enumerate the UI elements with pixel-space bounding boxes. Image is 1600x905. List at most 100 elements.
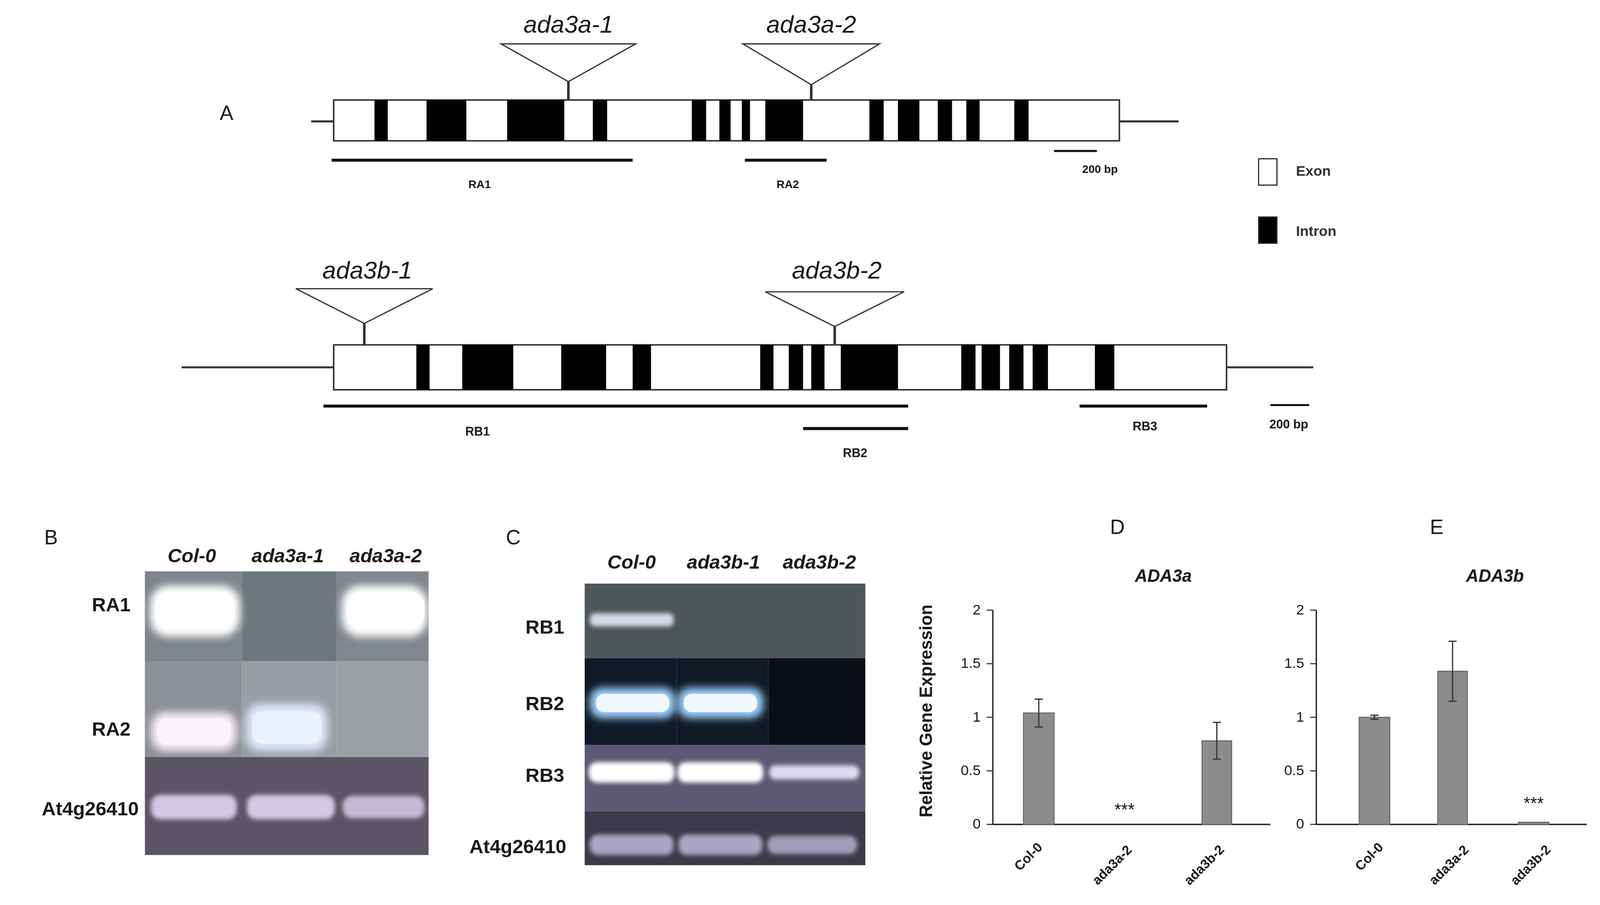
gene-model-b-part bbox=[788, 344, 804, 390]
tick-label: 1 bbox=[972, 709, 981, 726]
gel-image-c-part bbox=[584, 811, 866, 866]
region-label: RB3 bbox=[1132, 419, 1158, 434]
legend-swatch bbox=[1257, 158, 1278, 186]
gene-model-a-part bbox=[869, 100, 884, 141]
gel-image-b-part bbox=[241, 661, 337, 758]
bar-chart-e-part bbox=[1370, 718, 1379, 720]
gene-model-b-part bbox=[323, 404, 909, 408]
panel-letter: B bbox=[44, 526, 58, 549]
lane-label: ada3b-1 bbox=[686, 551, 761, 574]
gene-model-b-part bbox=[981, 344, 1001, 390]
bar-chart-d-part bbox=[986, 770, 993, 772]
significance-mark: *** bbox=[1114, 800, 1135, 820]
lane-label: Col-0 bbox=[607, 551, 657, 574]
gene-model-b-part bbox=[1032, 344, 1048, 390]
lane-label: Col-0 bbox=[167, 545, 217, 567]
gene-model-a-part bbox=[507, 100, 565, 141]
gene-model-b-part bbox=[416, 344, 430, 390]
gel-image-b-part bbox=[151, 794, 237, 820]
gene-model-b-part bbox=[295, 288, 433, 324]
tick-label: 0.5 bbox=[960, 762, 981, 779]
category-label: ada3b-2 bbox=[1181, 842, 1227, 889]
gene-model-b-part bbox=[462, 344, 514, 390]
gene-model-a-part bbox=[691, 100, 707, 141]
gel-image-c-part bbox=[588, 762, 675, 783]
gel-image-c-part bbox=[767, 835, 858, 855]
gene-model-b-part bbox=[363, 323, 366, 346]
bar-chart-d-part bbox=[1212, 721, 1221, 724]
gel-image-c-part bbox=[676, 658, 769, 745]
gene-model-b-part bbox=[811, 344, 825, 390]
gene-model-a-part bbox=[741, 100, 750, 141]
allele-label: ada3a-1 bbox=[523, 11, 614, 39]
gene-model-a-part bbox=[742, 43, 880, 85]
bar-chart-e-part bbox=[1310, 609, 1317, 612]
gene-model-a-part bbox=[426, 100, 467, 141]
gene-title: ADA3a bbox=[1134, 566, 1192, 586]
gene-model-b-part bbox=[803, 426, 909, 431]
primer-label: RA1 bbox=[91, 594, 131, 616]
gene-model-a-part bbox=[333, 100, 1120, 141]
gene-model-a-part bbox=[719, 100, 731, 141]
gel-image-c-part bbox=[769, 765, 859, 780]
bar-chart-e-part bbox=[1448, 640, 1457, 643]
allele-label: ada3a-2 bbox=[766, 11, 856, 39]
tick-label: 2 bbox=[972, 602, 981, 618]
primer-label: RB1 bbox=[525, 617, 565, 639]
bar-chart-e-part bbox=[1359, 717, 1390, 825]
gene-model-b-part bbox=[333, 344, 1227, 390]
gel-image-b-part bbox=[336, 571, 429, 662]
primer-label: RB3 bbox=[525, 764, 565, 787]
gene-model-a-part bbox=[567, 81, 570, 101]
bar-chart-d-part bbox=[1034, 726, 1043, 728]
gel-image-b-part bbox=[247, 794, 335, 820]
gel-image-c-part bbox=[768, 658, 866, 745]
gene-model-a-part bbox=[592, 100, 608, 141]
gene-model-b-part bbox=[833, 326, 836, 345]
gene-model-b-part bbox=[1079, 404, 1207, 408]
gene-model-a-part bbox=[1053, 149, 1097, 152]
gel-image-c-part bbox=[677, 687, 764, 719]
gel-image-c-part bbox=[584, 658, 677, 745]
bar-chart-d-part bbox=[986, 717, 993, 719]
gel-image-b bbox=[145, 571, 429, 856]
legend-label: Intron bbox=[1295, 223, 1337, 240]
region-label: RB1 bbox=[465, 424, 490, 439]
gel-image-b-part bbox=[145, 571, 242, 662]
bar-chart-d-part bbox=[1216, 722, 1218, 760]
gel-image-c bbox=[584, 583, 866, 866]
region-label: RA1 bbox=[468, 178, 491, 191]
tick-label: 0 bbox=[972, 816, 981, 833]
gene-model-a-part bbox=[809, 84, 813, 101]
gel-image-b-part bbox=[251, 711, 322, 745]
scale-label: 200 bp bbox=[1082, 163, 1118, 176]
gel-image-b-part bbox=[157, 718, 231, 745]
gel-image-c-part bbox=[589, 613, 674, 627]
gel-image-b-part bbox=[346, 591, 425, 629]
gel-image-b-part bbox=[149, 585, 240, 637]
gene-model-a-part bbox=[331, 158, 633, 162]
gel-image-b-part bbox=[342, 796, 425, 819]
primer-label: RB2 bbox=[525, 693, 565, 716]
gene-model-b-part bbox=[632, 344, 651, 390]
gel-image-b-part bbox=[155, 591, 235, 629]
gel-image-b-part bbox=[342, 585, 428, 637]
panel-letter: A bbox=[219, 102, 234, 125]
lane-label: ada3a-1 bbox=[251, 545, 324, 567]
gel-image-b-part bbox=[336, 661, 429, 758]
tick-label: 1 bbox=[1296, 709, 1305, 726]
bar-chart-d-part bbox=[986, 823, 993, 826]
bar-chart-e-part bbox=[1518, 822, 1549, 825]
tick-label: 0.5 bbox=[1284, 762, 1305, 779]
bar-chart-e-part bbox=[1452, 641, 1454, 702]
bar-chart-d-part bbox=[986, 663, 993, 665]
gel-image-b-part bbox=[241, 571, 337, 662]
tick-label: 0 bbox=[1296, 816, 1305, 833]
bar-chart-d-part bbox=[986, 609, 993, 612]
gel-image-c-part bbox=[589, 687, 676, 719]
gene-model-a-part bbox=[898, 100, 920, 141]
gel-image-b-part bbox=[151, 712, 237, 751]
significance-mark: *** bbox=[1523, 794, 1544, 814]
bar-chart-d bbox=[986, 610, 1271, 825]
